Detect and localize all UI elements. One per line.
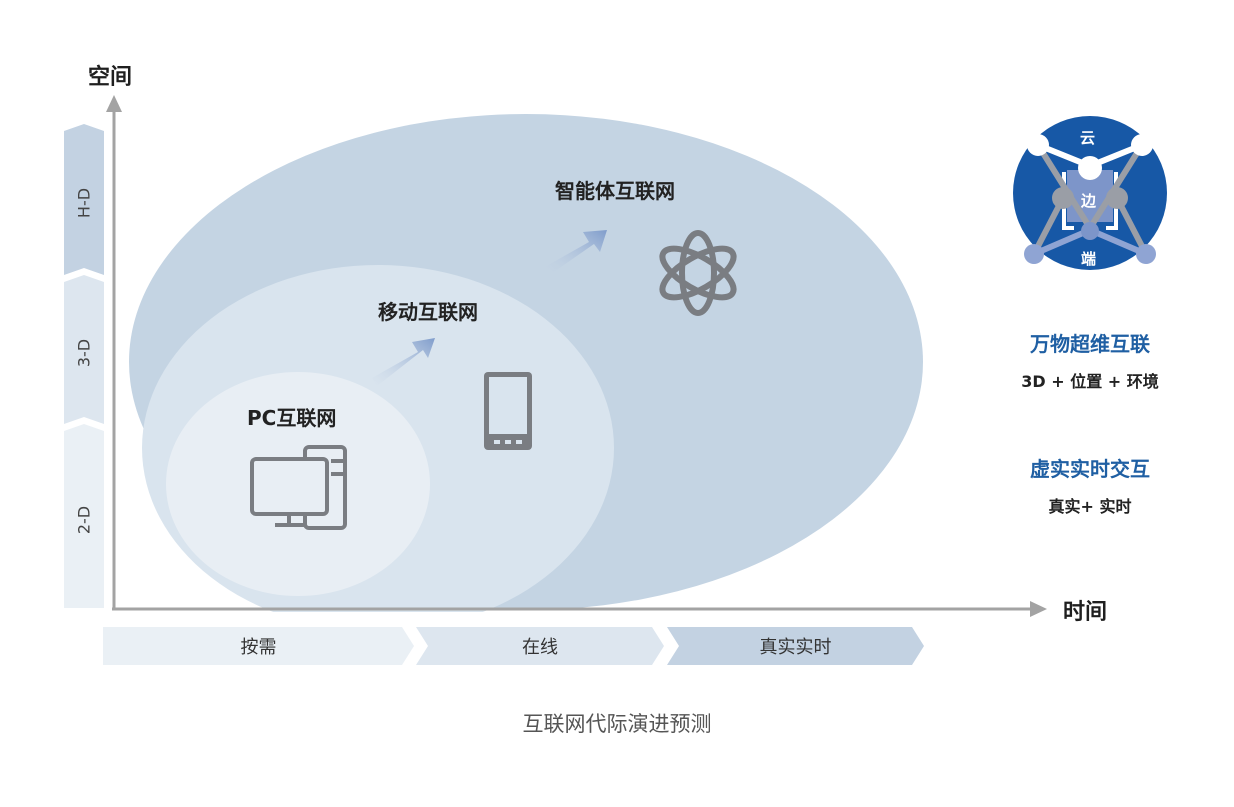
time-level-online: 在线 (416, 627, 664, 665)
atom-icon (659, 230, 737, 316)
mobile-internet-label: 移动互联网 (378, 300, 478, 324)
space-level-hd-shape (64, 124, 104, 275)
space-level-label: H-D (74, 187, 94, 219)
pc-internet-label: PC互联网 (247, 406, 337, 430)
time-level-ondemand-shape (103, 627, 414, 665)
feature-subtitle-realtime-interaction: 真实+ 实时 (1048, 497, 1132, 516)
time-level-label: 真实实时 (759, 637, 832, 658)
time-level-realtime-shape (667, 627, 924, 665)
space-level-2d: 2-D (64, 431, 104, 608)
edge-label: 边 (1081, 192, 1097, 210)
space-level-3d-shape (64, 275, 104, 424)
agent-internet-label: 智能体互联网 (555, 179, 675, 203)
time-level-label: 在线 (522, 637, 558, 658)
smartphone-icon (484, 372, 532, 450)
desktop-computer-icon (250, 445, 347, 530)
cloud-label: 云 (1080, 129, 1096, 147)
time-level-realtime: 真实实时 (667, 627, 924, 665)
feature-subtitle-hyperdimensional: 3D + 位置 + 环境 (1021, 372, 1159, 391)
space-level-label: 2-D (74, 505, 94, 534)
y-axis (106, 95, 122, 610)
x-axis-label: 时间 (1063, 600, 1108, 625)
x-axis (112, 601, 1047, 617)
time-level-ondemand: 按需 (103, 627, 414, 665)
feature-title-hyperdimensional: 万物超维互联 (1030, 332, 1150, 356)
space-level-2d-shape (64, 424, 104, 608)
progress-arrow-1 (372, 338, 435, 386)
space-level-hd: H-D (64, 131, 104, 275)
device-label: 端 (1081, 250, 1097, 268)
cloud-edge-device-emblem (1013, 116, 1167, 270)
space-level-label: 3-D (74, 338, 94, 368)
time-level-label: 按需 (240, 637, 277, 658)
time-level-online-shape (416, 627, 664, 665)
y-axis-label: 空间 (88, 65, 133, 90)
feature-title-realtime-interaction: 虚实实时交互 (1030, 457, 1150, 481)
progress-arrow-2 (543, 230, 607, 276)
figure-caption: 互联网代际演进预测 (522, 712, 712, 736)
space-level-3d: 3-D (64, 282, 104, 424)
